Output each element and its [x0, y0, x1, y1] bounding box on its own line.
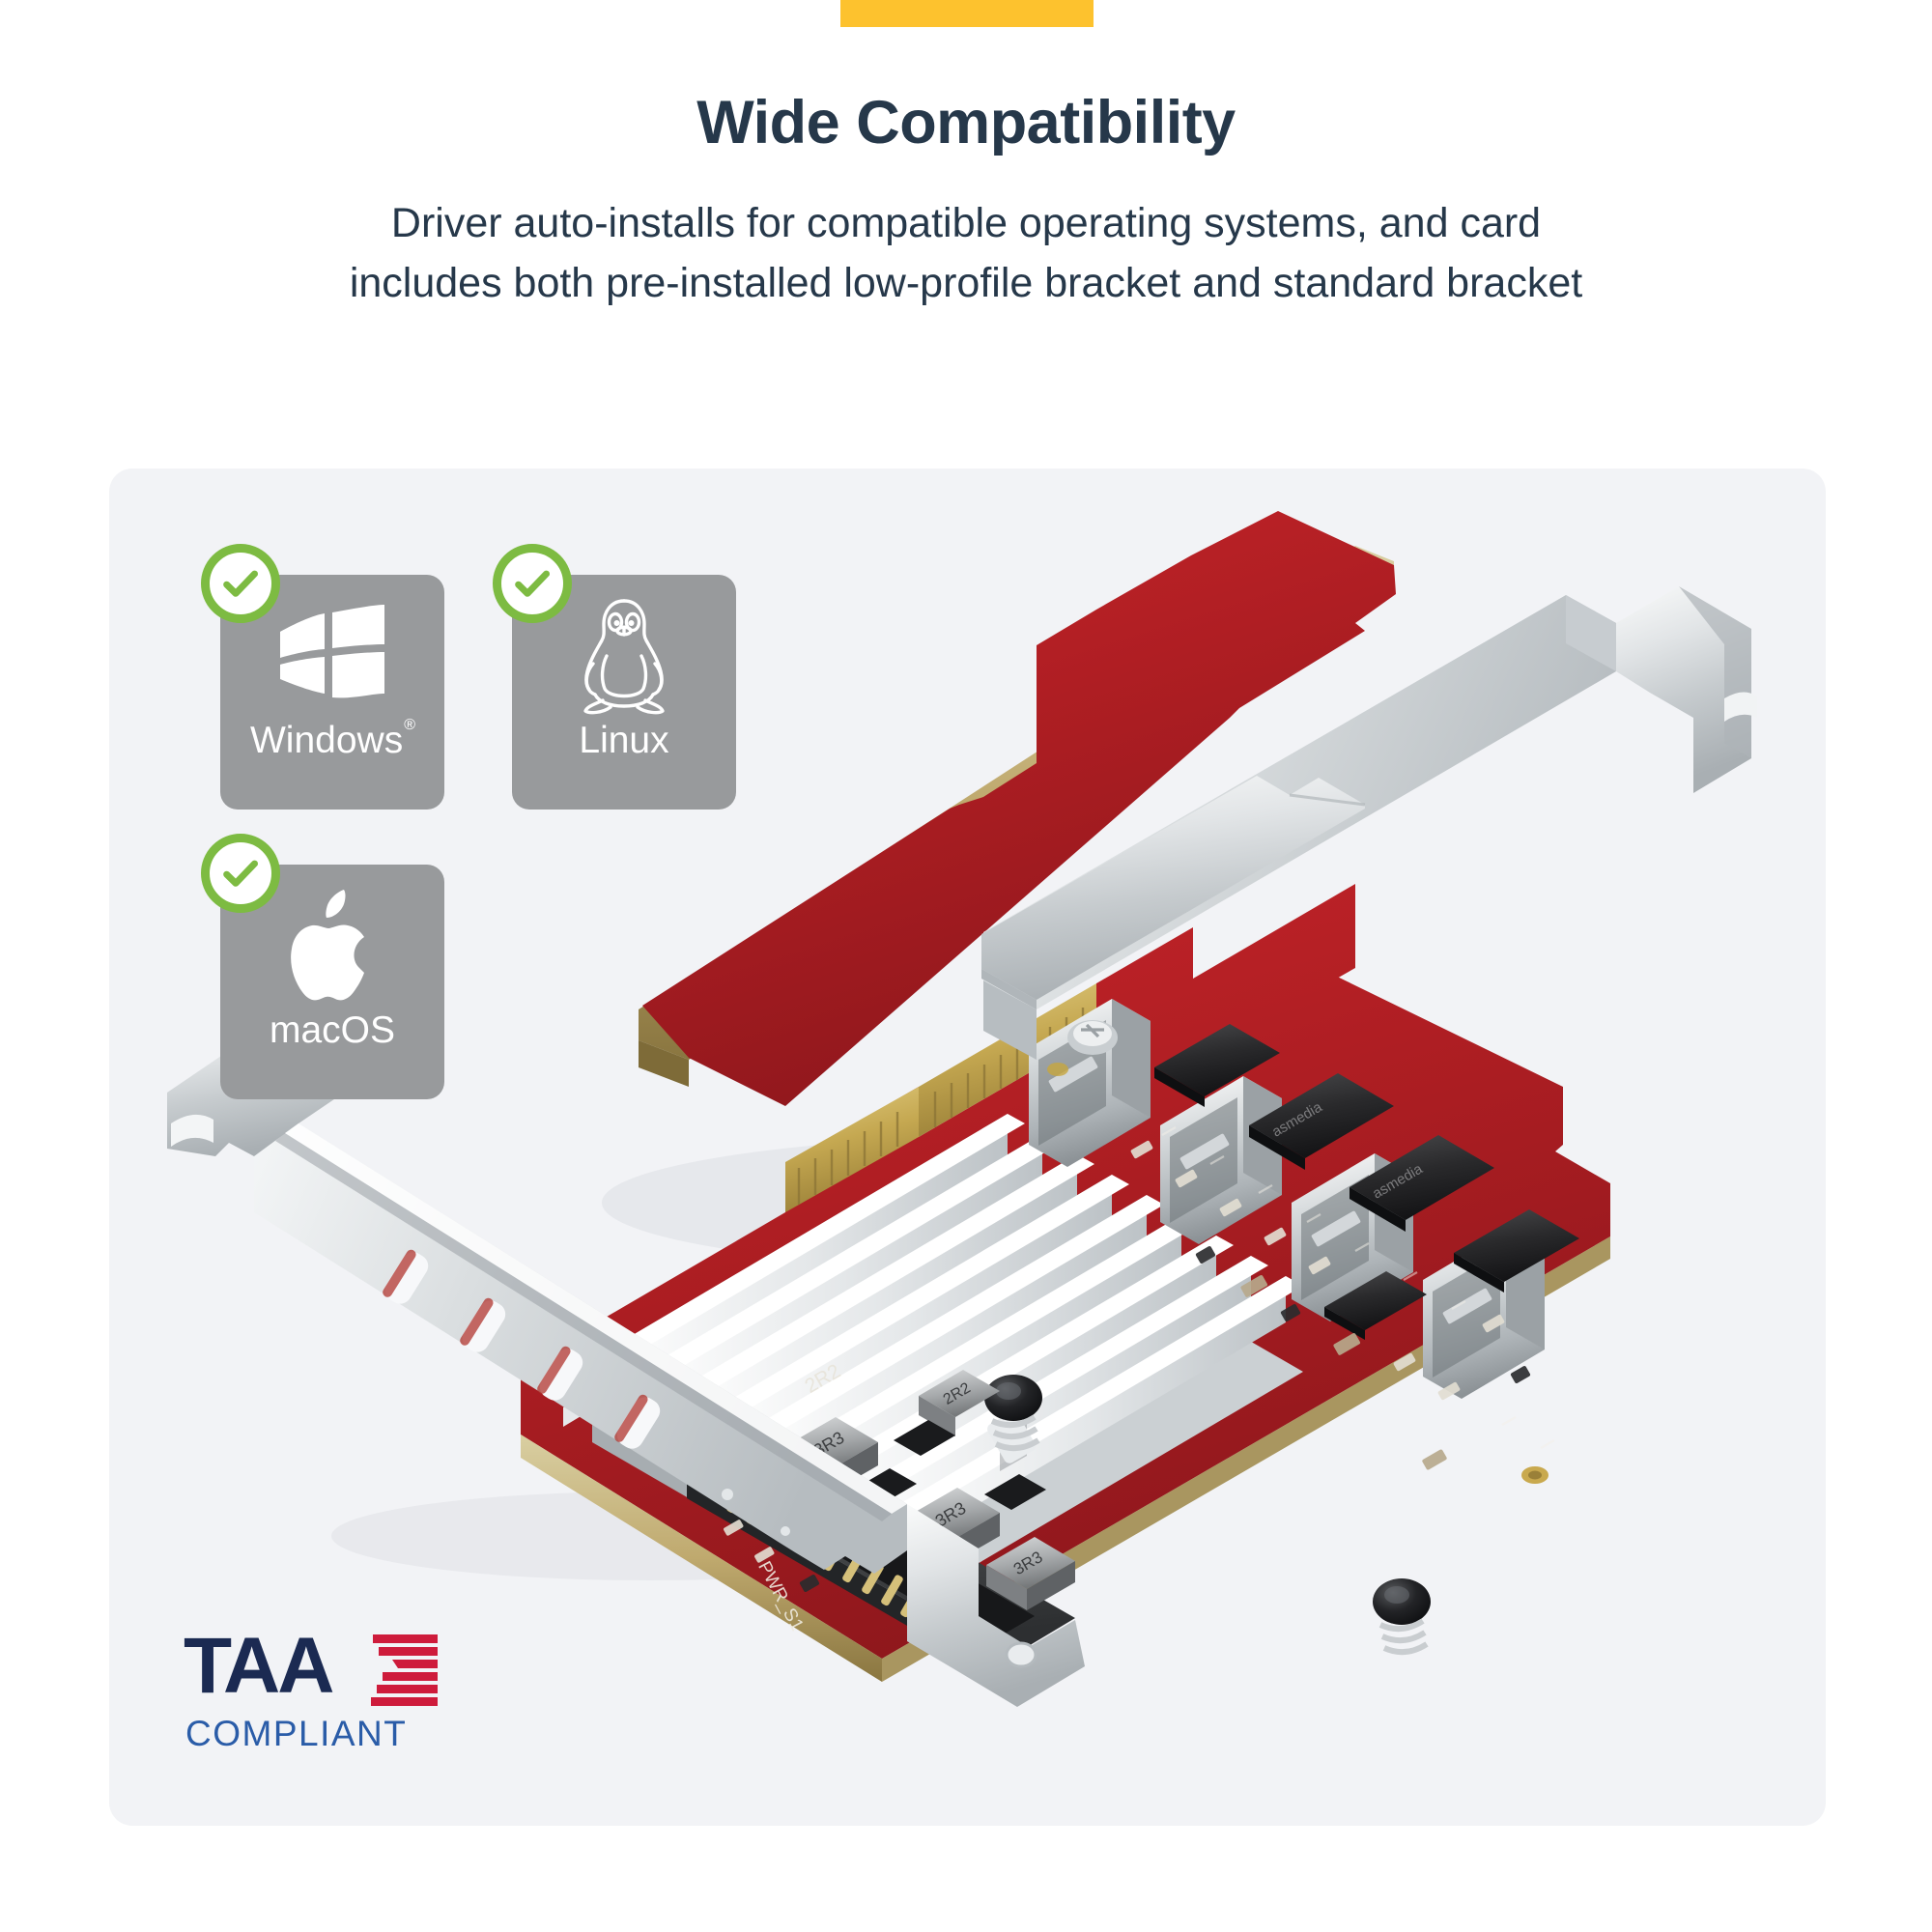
page-subtitle: Driver auto-installs for compatible oper… [0, 193, 1932, 314]
taa-compliant-badge: TAA COMPLIANT [184, 1627, 444, 1758]
taa-word: TAA [184, 1622, 334, 1710]
os-tile-label: Windows® [249, 717, 415, 761]
top-accent-bar [840, 0, 1094, 27]
windows-logo-icon [220, 575, 444, 722]
page-title: Wide Compatibility [696, 89, 1236, 156]
taa-subtitle: COMPLIANT [185, 1714, 408, 1753]
checkmark-icon [223, 860, 259, 887]
supported-check-badge-windows [201, 544, 280, 623]
linux-tux-penguin-icon [512, 575, 736, 722]
supported-check-badge-macos [201, 834, 280, 913]
subtitle-line-2: includes both pre-installed low-profile … [349, 260, 1583, 307]
supported-check-badge-linux [493, 544, 572, 623]
taa-flag-stripes-icon [371, 1634, 438, 1706]
apple-logo-icon [220, 865, 444, 1011]
checkmark-icon [223, 570, 259, 597]
checkmark-icon [515, 570, 551, 597]
subtitle-line-1: Driver auto-installs for compatible oper… [390, 200, 1542, 246]
os-tile-label: Linux [579, 720, 669, 761]
os-tile-label: macOS [269, 1009, 396, 1051]
